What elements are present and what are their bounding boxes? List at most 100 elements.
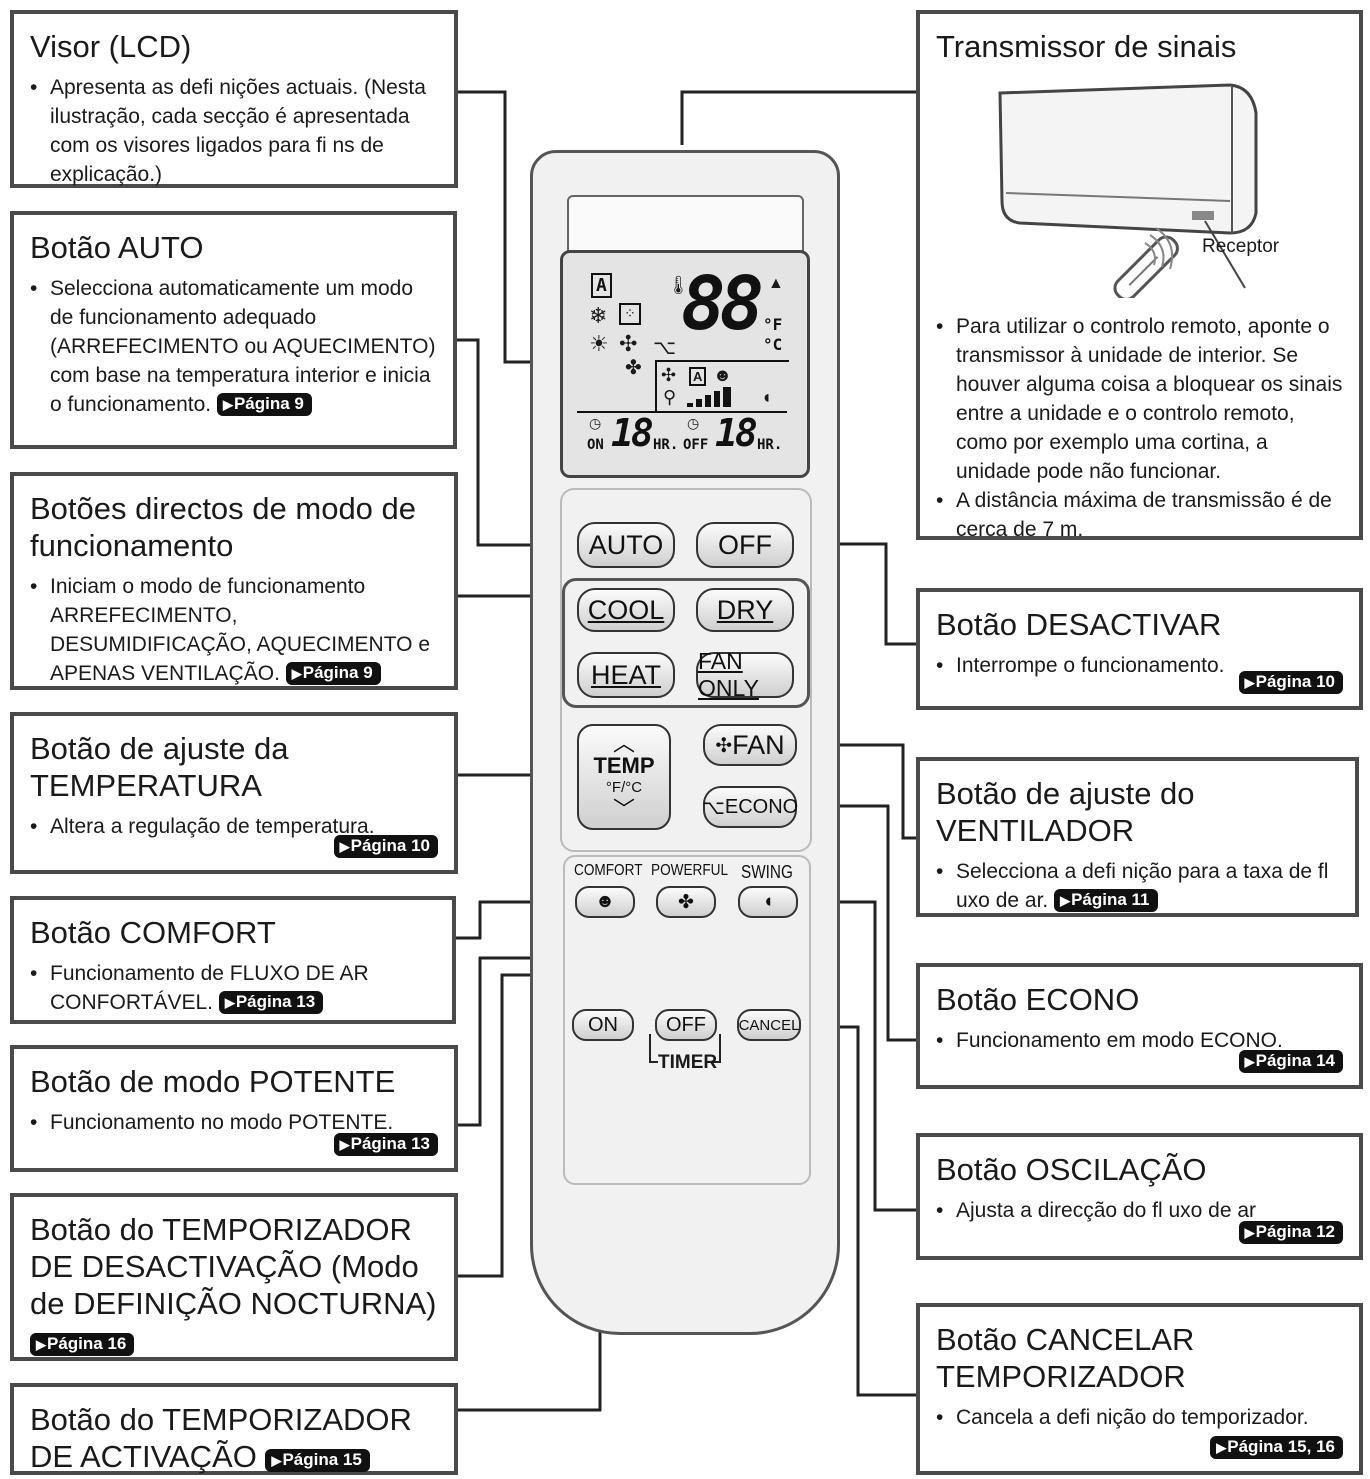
dry-button[interactable]: DRY — [696, 588, 794, 632]
powerful-label: POWERFUL — [651, 862, 729, 879]
auto-button[interactable]: AUTO — [577, 522, 675, 568]
fan-bar — [696, 399, 702, 407]
indoor-unit-illustration — [998, 83, 1258, 298]
direct-mode-group — [562, 578, 810, 708]
callout-title: Visor (LCD) — [30, 29, 192, 64]
callout-econo: Botão ECONO Funcionamento em modo ECONO.… — [916, 963, 1363, 1089]
callout-title: Botão de ajuste da TEMPERATURA — [30, 731, 289, 803]
callout-title: Botão CANCELAR TEMPORIZADOR — [936, 1322, 1195, 1394]
econo-icon: ⌥ — [701, 796, 725, 819]
powerful-icon: ✤ — [678, 891, 694, 913]
off-timer-button[interactable]: OFF — [655, 1009, 717, 1041]
lcd-auto-indicator: A — [591, 273, 612, 298]
sun-icon: ☀ — [589, 331, 609, 356]
cancel-timer-button[interactable]: CANCEL — [737, 1009, 801, 1041]
callout-comfort: Botão COMFORT Funcionamento de FLUXO DE … — [10, 896, 456, 1024]
on-timer-button[interactable]: ON — [572, 1009, 634, 1041]
callout-title: Botão OSCILAÇÃO — [936, 1152, 1207, 1187]
callout-title: Botão de modo POTENTE — [30, 1064, 396, 1099]
callout-title: Botão DESACTIVAR — [936, 607, 1222, 642]
cool-button[interactable]: COOL — [577, 588, 675, 632]
callout-fan: Botão de ajuste do VENTILADOR Selecciona… — [916, 757, 1359, 917]
page-ref-badge[interactable]: Página 15, 16 — [1210, 1436, 1343, 1459]
callout-temperature: Botão de ajuste da TEMPERATURA Altera a … — [10, 712, 458, 874]
fan-only-button[interactable]: FAN ONLY — [696, 648, 794, 701]
clock-icon: ◷ — [687, 415, 700, 431]
callout-off-timer: Botão do TEMPORIZADOR DE DESACTIVAÇÃO (M… — [10, 1193, 458, 1361]
page-ref-badge[interactable]: Página 9 — [216, 393, 312, 416]
snowflake-icon: ❄ — [589, 303, 608, 328]
comfort-label: COMFORT — [574, 862, 643, 879]
callout-text: Funcionamento em modo ECONO. — [936, 1026, 1343, 1055]
econo-button[interactable]: ⌥ECONO — [701, 786, 799, 828]
page-ref-badge[interactable]: Página 16 — [30, 1333, 135, 1356]
cool-label: COOL — [587, 594, 665, 625]
powerful-icon: ✤ — [625, 357, 642, 379]
quiet-icon: ⚲ — [663, 387, 677, 407]
callout-text: Ajusta a direcção do fl uxo de ar — [936, 1196, 1343, 1225]
page-ref-badge[interactable]: Página 11 — [1054, 889, 1158, 912]
swing-label: SWING — [741, 862, 793, 882]
chevron-down-icon: ﹀ — [612, 797, 635, 822]
triangle-up-icon: ▲ — [768, 275, 784, 292]
fan-speed-icon: ✣ — [661, 365, 677, 385]
fan-bar — [723, 387, 731, 407]
lcd-off-timer-digits: 18 — [715, 411, 758, 455]
lcd-timer-off-label: OFF — [683, 437, 709, 453]
page-ref-badge[interactable]: Página 12 — [1238, 1221, 1343, 1244]
page-ref-badge[interactable]: Página 15 — [265, 1449, 370, 1472]
powerful-button[interactable]: ✤ — [656, 886, 716, 918]
callout-text: Funcionamento no modo POTENTE. — [30, 1108, 438, 1137]
callout-title: Transmissor de sinais — [936, 29, 1237, 64]
thermometer-icon: 🌡 — [667, 275, 690, 295]
page-ref-badge[interactable]: Página 14 — [1238, 1050, 1343, 1073]
page-ref-badge[interactable]: Página 13 — [218, 991, 324, 1014]
lcd-on-timer-digits: 18 — [611, 411, 654, 455]
receptor-label: Receptor — [1202, 236, 1280, 257]
clock-icon: ◷ — [589, 415, 602, 431]
heat-button[interactable]: HEAT — [577, 652, 675, 698]
callout-text: Para utilizar o controlo remoto, aponte … — [936, 312, 1343, 486]
temperature-button[interactable]: ︿ TEMP °F/°C ﹀ — [577, 724, 671, 830]
comfort-button[interactable]: ☻ — [575, 886, 635, 918]
lcd-display: A ❄ ☀ ⁘ ✣ ✤ ⌥ 🌡 88 ▲ °F °C ✣ A ☻ ⚲ ◖ ◷ O… — [560, 250, 810, 478]
page-ref-badge[interactable]: Página 9 — [285, 662, 381, 685]
fan-bar — [687, 403, 693, 407]
chevron-up-icon: ︿ — [612, 731, 635, 756]
lower-button-panel — [563, 855, 811, 1185]
callout-title: Botão do TEMPORIZADOR DE DESACTIVAÇÃO (M… — [30, 1212, 437, 1321]
page-ref-badge[interactable]: Página 10 — [1238, 671, 1343, 694]
page-ref-badge[interactable]: Página 13 — [333, 1133, 438, 1156]
temp-label: TEMP — [593, 753, 655, 778]
callout-swing: Botão OSCILAÇÃO Ajusta a direcção do fl … — [916, 1133, 1363, 1260]
dry-label: DRY — [716, 594, 774, 625]
fan-icon: ✣ — [619, 331, 638, 356]
callout-powerful: Botão de modo POTENTE Funcionamento no m… — [10, 1045, 458, 1172]
leader-transmitter — [680, 90, 917, 145]
callout-cancel-timer: Botão CANCELAR TEMPORIZADOR Cancela a de… — [916, 1303, 1363, 1475]
lcd-fan-panel — [655, 360, 789, 412]
swing-button[interactable]: ◖ — [738, 886, 798, 918]
econo-label: ECONO — [724, 795, 799, 818]
fan-auto-icon: A — [689, 367, 707, 386]
callout-text: A distância máxima de transmissão é de c… — [936, 486, 1343, 544]
callout-text: Cancela a defi nição do temporizador. — [936, 1403, 1343, 1432]
callout-title: Botão AUTO — [30, 230, 204, 265]
callout-auto: Botão AUTO Selecciona automaticamente um… — [10, 211, 457, 449]
callout-off-button: Botão DESACTIVAR Interrompe o funcioname… — [916, 588, 1363, 710]
lcd-divider — [577, 411, 787, 413]
page-ref-badge[interactable]: Página 10 — [333, 835, 438, 858]
callout-on-timer: Botão do TEMPORIZADOR DE ACTIVAÇÃO Págin… — [10, 1383, 458, 1475]
button-panel — [560, 488, 812, 852]
lcd-fahrenheit: °F — [763, 315, 783, 334]
fan-button[interactable]: ✣FAN — [703, 724, 797, 766]
fan-label: FAN — [732, 729, 785, 760]
off-button[interactable]: OFF — [696, 522, 794, 568]
callout-text: Selecciona a defi nição para a taxa de f… — [956, 860, 1329, 912]
callout-title: Botões directos de modo de funcionamento — [30, 491, 417, 563]
fan-icon: ✣ — [715, 734, 733, 757]
callout-text: Interrompe o funcionamento. — [936, 651, 1343, 680]
fan-only-label: FAN ONLY — [698, 648, 759, 701]
econo-icon: ⌥ — [653, 337, 677, 359]
callout-text: Funcionamento de FLUXO DE AR CONFORTÁVEL… — [50, 962, 369, 1014]
